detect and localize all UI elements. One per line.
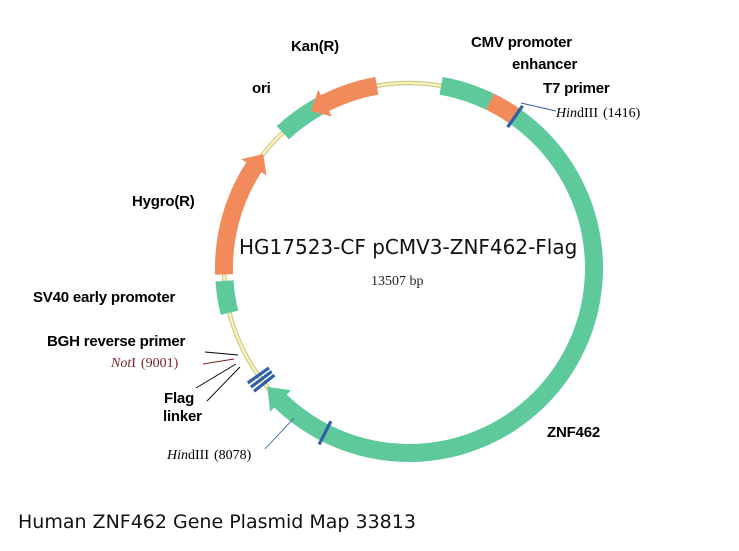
site-hind8078-rest: dIII — [188, 448, 209, 463]
plasmid-size: 13507 bp — [371, 274, 424, 289]
site-notI-italic: Not — [110, 356, 132, 371]
label-kan: Kan(R) — [291, 38, 339, 55]
label-ori: ori — [252, 80, 271, 97]
feature-kan — [310, 76, 379, 117]
site-hind1416: HindIII (1416) — [555, 106, 641, 121]
caption: Human ZNF462 Gene Plasmid Map 33813 — [18, 511, 416, 533]
tick-flag — [246, 366, 270, 385]
site-hind1416-rest: dIII — [577, 106, 598, 121]
site-hind1416-pos: (1416) — [603, 106, 641, 121]
site-hind8078-italic: Hin — [166, 448, 188, 463]
label-t7: T7 primer — [543, 80, 610, 97]
site-notI-pos: (9001) — [141, 356, 179, 371]
tick-bgh — [253, 373, 276, 393]
leader-notI — [202, 358, 235, 365]
feature-cmv — [439, 76, 495, 110]
tick-notI — [249, 370, 273, 389]
tick-hind1416 — [506, 104, 524, 129]
feature-enhancer — [486, 93, 521, 124]
feature-znf462 — [267, 109, 604, 463]
leader-lines-left — [195, 351, 241, 402]
site-hind8078: HindIII (8078) — [166, 448, 252, 463]
leader-lines — [264, 102, 557, 450]
label-flag: Flag — [164, 390, 194, 407]
label-cmv: CMV promoter — [471, 34, 572, 51]
site-notI-rest: I — [131, 356, 136, 371]
leader-flag — [195, 363, 237, 389]
feature-arcs — [214, 76, 604, 463]
label-hygro: Hygro(R) — [132, 193, 195, 210]
leader-hind1416 — [520, 102, 557, 112]
site-ticks — [246, 104, 524, 446]
label-linker: linker — [163, 408, 202, 425]
tick-hind8078 — [317, 420, 333, 446]
site-hind8078-pos: (8078) — [214, 448, 252, 463]
feature-hygro — [214, 154, 267, 275]
site-notI: NotI (9001) — [110, 356, 179, 371]
plasmid-name: HG17523-CF pCMV3-ZNF462-Flag — [239, 235, 577, 259]
leader-hind8078 — [264, 417, 295, 450]
label-sv40: SV40 early promoter — [33, 289, 175, 306]
label-bgh: BGH reverse primer — [47, 333, 186, 350]
site-hind1416-italic: Hin — [555, 106, 577, 121]
label-znf: ZNF462 — [547, 424, 600, 441]
label-enhancer: enhancer — [512, 56, 577, 73]
leader-linker — [206, 366, 241, 402]
feature-sv40 — [215, 280, 239, 315]
leader-bgh — [204, 351, 239, 356]
